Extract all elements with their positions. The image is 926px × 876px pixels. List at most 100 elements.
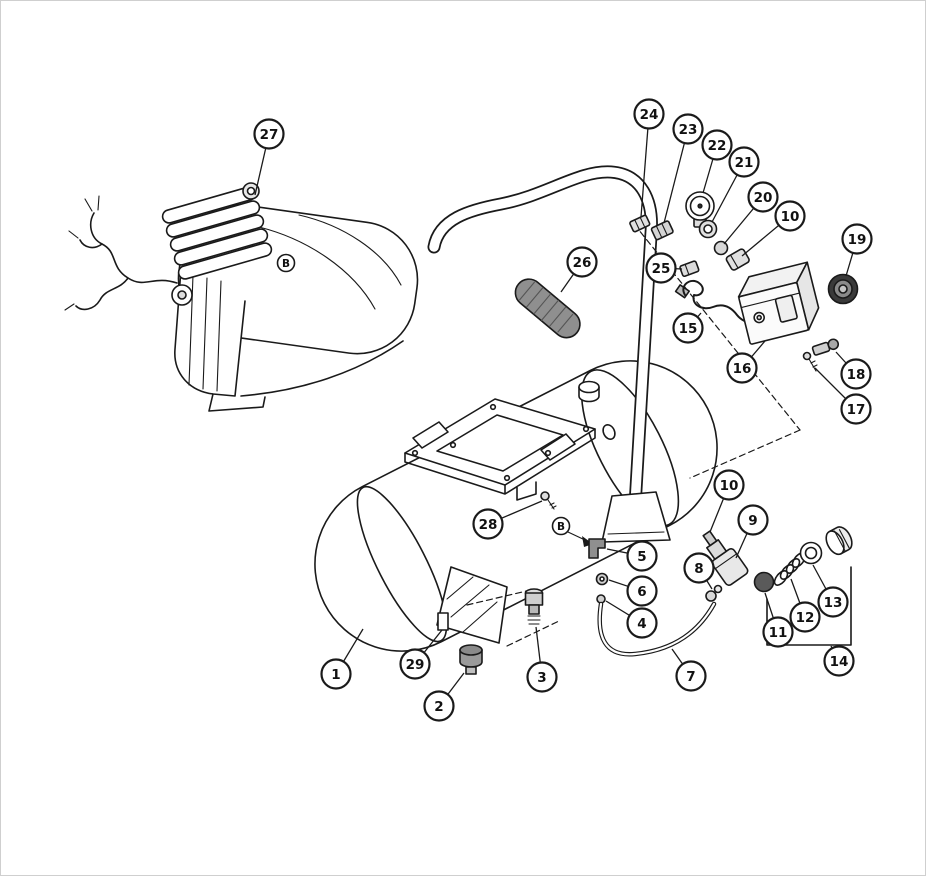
cooling-fins (161, 186, 273, 280)
callout-circle (526, 661, 558, 693)
callout-6: 6 (626, 575, 658, 607)
callout-circle (472, 508, 504, 540)
valve-disc-11 (753, 571, 775, 593)
callout-27: 27 (253, 118, 285, 150)
callout-number: 22 (708, 138, 727, 154)
callout-number: 15 (679, 321, 698, 337)
fitting-20 (713, 240, 729, 256)
callout-13: 13 (817, 586, 849, 618)
callout-circle (774, 200, 806, 232)
mounting-plate (404, 398, 596, 510)
callout-circle (726, 352, 758, 384)
callout-21: 21 (728, 146, 760, 178)
tank-foot-front (436, 566, 508, 644)
callout-number: 1 (331, 667, 340, 683)
callout-11: 11 (762, 616, 794, 648)
plate-screw (540, 491, 550, 501)
knob-19 (827, 273, 859, 305)
callout-24: 24 (633, 98, 665, 130)
callout-number: 10 (720, 478, 739, 494)
callout-circle (626, 607, 658, 639)
alignment-dash-left (466, 588, 536, 606)
callout-17: 17 (840, 393, 872, 425)
callout-number: 10 (781, 209, 800, 225)
callout-circle (566, 246, 598, 278)
callout-number: 29 (406, 657, 425, 673)
callout-circle (817, 586, 849, 618)
alignment-dash-left-2 (506, 620, 560, 647)
callout-29: 29 (399, 648, 431, 680)
elbow-fitting-5 (588, 538, 606, 559)
check-valve-body (702, 530, 749, 586)
callout-circle (747, 181, 779, 213)
tank-port-boss (578, 380, 600, 403)
callout-circle (789, 601, 821, 633)
tube-7 (597, 601, 717, 657)
callout-circle (399, 648, 431, 680)
callout-circle (728, 146, 760, 178)
callout-10: 10 (774, 200, 806, 232)
tank-hole (602, 424, 616, 440)
callout-circle (683, 552, 715, 584)
callout-number: 7 (686, 669, 695, 685)
callout-circle (737, 504, 769, 536)
callout-circle (840, 358, 872, 390)
callout-number: 5 (637, 549, 646, 565)
reference-letter: B (557, 521, 565, 533)
callout-number: 2 (434, 699, 443, 715)
callout-7: 7 (675, 660, 707, 692)
callout-circle (762, 616, 794, 648)
callout-number: 18 (847, 367, 866, 383)
callout-4: 4 (626, 607, 658, 639)
callout-circle (672, 113, 704, 145)
callout-12: 12 (789, 601, 821, 633)
callout-number: 11 (769, 625, 788, 641)
elbow-8 (705, 590, 717, 602)
regulator-assembly (629, 191, 859, 479)
callout-number: 6 (637, 584, 646, 600)
callout-circle (626, 540, 658, 572)
callout-15: 15 (672, 312, 704, 344)
callout-number: 28 (479, 517, 498, 533)
callout-circle (672, 312, 704, 344)
tank-fitting-3 (524, 588, 544, 625)
callout-circle (320, 658, 352, 690)
callout-circle (675, 660, 707, 692)
pressure-switch (737, 261, 820, 345)
diagram-artwork (64, 165, 859, 675)
callout-25: 25 (645, 252, 677, 284)
callout-8: 8 (683, 552, 715, 584)
leader-line-23 (663, 128, 689, 224)
switch-cord (674, 279, 754, 324)
callout-number: 21 (735, 155, 754, 171)
reference-label-B: B (551, 516, 571, 536)
callout-circle (840, 393, 872, 425)
callout-1: 1 (320, 658, 352, 690)
callout-number: 20 (754, 190, 773, 206)
callout-3: 3 (526, 661, 558, 693)
callout-circle (701, 129, 733, 161)
pump-motor-assembly (64, 182, 419, 412)
callout-number: 12 (796, 610, 815, 626)
callout-circle (626, 575, 658, 607)
handle-grip (514, 278, 581, 339)
callout-19: 19 (841, 223, 873, 255)
reference-label-B: B (276, 253, 296, 273)
callout-number: 14 (830, 654, 849, 670)
callout-number: 9 (748, 513, 757, 529)
fitting-23 (650, 220, 674, 241)
callout-5: 5 (626, 540, 658, 572)
handle-base (601, 491, 671, 543)
callout-28: 28 (472, 508, 504, 540)
fitting-21 (698, 219, 718, 239)
reference-letter: B (282, 258, 290, 270)
callout-number: 3 (537, 670, 546, 686)
callout-number: 16 (733, 361, 752, 377)
callout-number: 27 (260, 127, 279, 143)
reference-circle (551, 516, 571, 536)
check-valve-assembly (567, 526, 853, 657)
callout-number: 17 (847, 402, 866, 418)
callout-number: 24 (640, 107, 659, 123)
